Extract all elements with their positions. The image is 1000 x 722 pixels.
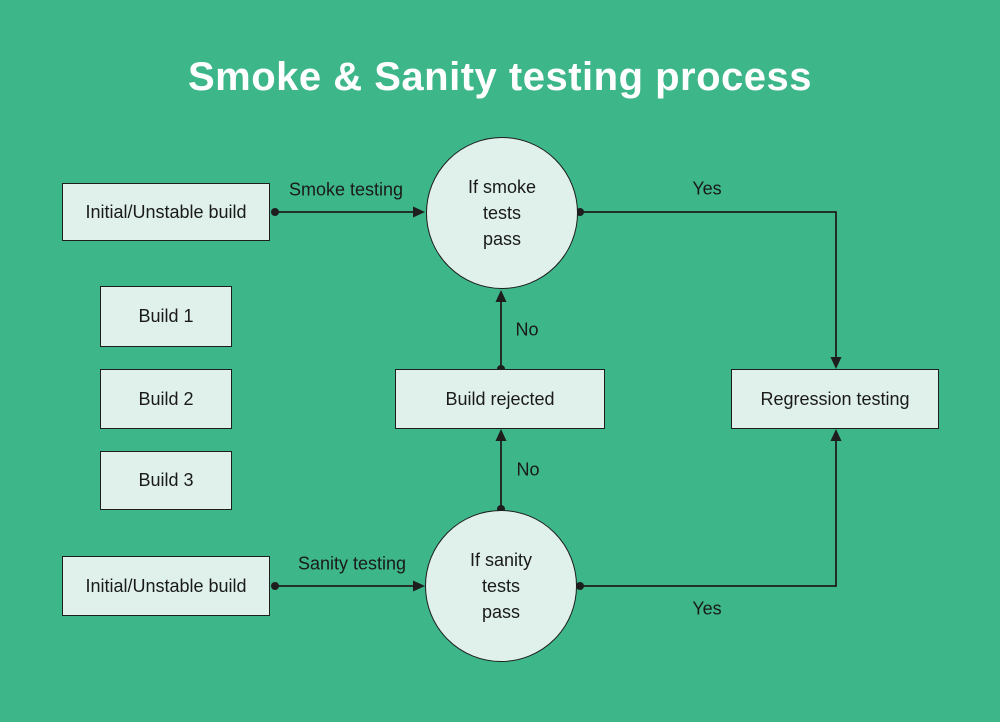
edge-label-sanity-testing: Sanity testing [297, 553, 407, 574]
edge-label-smoke-no: No [515, 319, 539, 340]
diagram-title: Smoke & Sanity testing process [187, 55, 813, 99]
edge-label-smoke-testing: Smoke testing [288, 179, 404, 200]
node-regression-testing: Regression testing [731, 369, 939, 429]
node-build-3: Build 3 [100, 451, 232, 510]
node-if-sanity-tests-pass: If sanity tests pass [425, 510, 577, 662]
node-initial-unstable-build-bottom: Initial/Unstable build [62, 556, 270, 616]
edge-sanity-yes-arrow [576, 429, 842, 590]
edge-smoke-no-arrow [495, 290, 507, 373]
edge-sanity-testing-arrow [271, 580, 425, 592]
node-if-smoke-tests-pass: If smoke tests pass [426, 137, 578, 289]
node-build-rejected: Build rejected [395, 369, 605, 429]
edge-label-sanity-no: No [516, 459, 540, 480]
edge-label-sanity-yes: Yes [692, 598, 722, 619]
edge-smoke-testing-arrow [271, 206, 425, 218]
edge-sanity-no-arrow [495, 429, 507, 513]
node-build-1: Build 1 [100, 286, 232, 347]
edge-smoke-yes-arrow [576, 208, 842, 369]
node-build-2: Build 2 [100, 369, 232, 429]
node-initial-unstable-build-top: Initial/Unstable build [62, 183, 270, 241]
edge-label-smoke-yes: Yes [692, 178, 722, 199]
